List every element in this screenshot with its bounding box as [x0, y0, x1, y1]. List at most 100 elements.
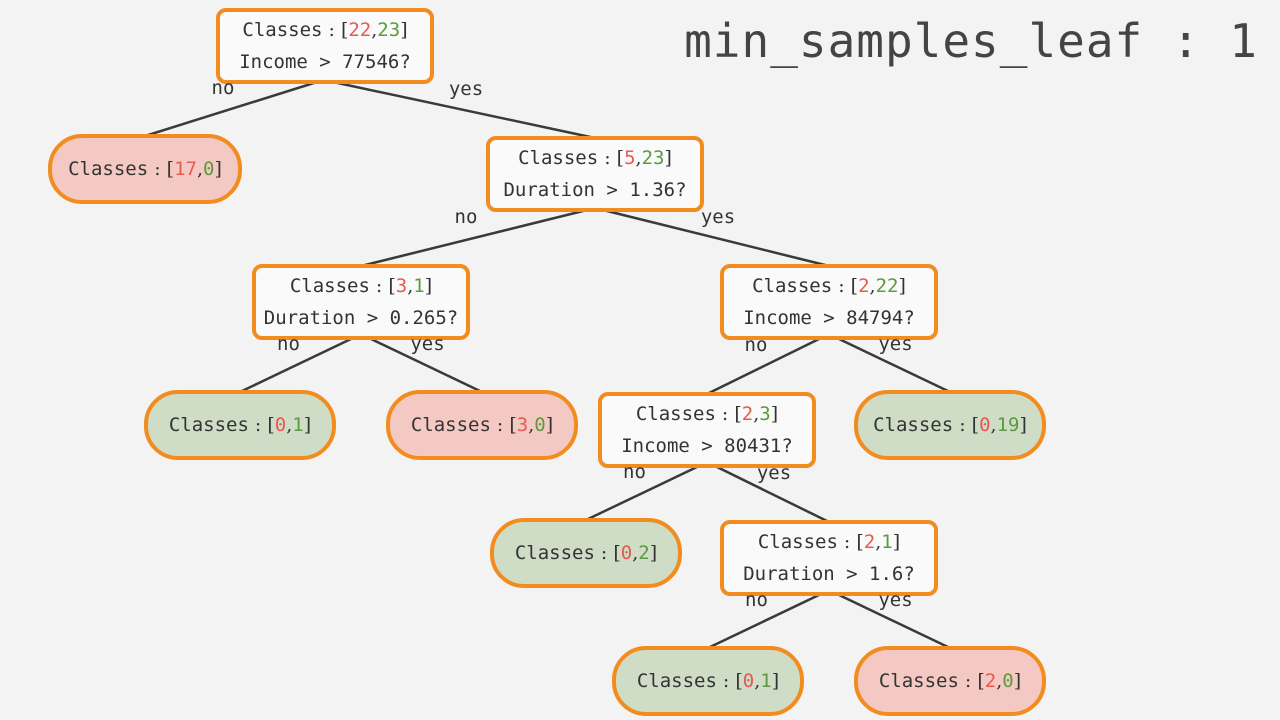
- separator: :: [322, 19, 341, 41]
- class-0-count: 2: [741, 403, 754, 425]
- comma: ,: [753, 403, 760, 425]
- class-0-count: 17: [174, 158, 197, 180]
- split-node-n7: Classes : [2,3] Income > 80431?: [598, 392, 816, 468]
- bracket-open: [: [166, 158, 175, 180]
- edge-label-yes: yes: [448, 78, 484, 100]
- bracket-open: [: [850, 275, 859, 297]
- edge-n3-n6: [368, 336, 483, 394]
- class-counts: Classes : [2,22]: [752, 270, 906, 302]
- edge-label-yes: yes: [878, 589, 913, 611]
- bracket-open: [: [388, 275, 396, 297]
- class-0-count: 22: [348, 19, 372, 41]
- class-1-count: 1: [413, 275, 425, 297]
- bracket-open: [: [971, 414, 980, 436]
- class-counts: Classes : [17,0]: [68, 153, 222, 185]
- class-1-count: 23: [641, 147, 665, 169]
- diagram-title: min_samples_leaf : 1: [684, 14, 1258, 68]
- class-counts: Classes : [2,3]: [636, 398, 778, 430]
- bracket-close: ]: [664, 147, 672, 169]
- class-counts: Classes : [0,1]: [637, 665, 779, 697]
- bracket-close: ]: [771, 670, 780, 692]
- edge-n0-n2: [332, 80, 596, 140]
- separator: :: [832, 275, 851, 297]
- separator: :: [953, 414, 972, 436]
- class-counts: Classes : [0,2]: [515, 537, 657, 569]
- edge-n2-n3: [360, 208, 588, 268]
- edge-n4-n8: [836, 336, 951, 394]
- separator: :: [148, 158, 167, 180]
- bracket-open: [: [856, 531, 864, 553]
- separator: :: [594, 542, 614, 564]
- classes-label: Classes: [289, 275, 370, 297]
- edge-n3-n5: [239, 336, 354, 394]
- split-node-n10: Classes : [2,1]Duration > 1.6?: [720, 520, 938, 596]
- split-node-n3: Classes : [3,1] Duration > 0.265?: [252, 264, 470, 340]
- bracket-open: [: [340, 19, 349, 41]
- split-node-n0: Classes : [22,23] Income > 77546?: [216, 8, 434, 84]
- classes-label: Classes: [242, 19, 323, 41]
- bracket-close: ]: [214, 158, 222, 180]
- bracket-open: [: [267, 414, 275, 436]
- leaf-node-n5: Classes : [0,1]: [144, 390, 336, 460]
- separator: :: [490, 414, 510, 436]
- class-counts: Classes : [2,0]: [879, 665, 1021, 697]
- comma: ,: [632, 542, 639, 564]
- class-counts: Classes : [3,1]: [290, 270, 432, 302]
- split-condition: Duration > 0.265?: [263, 307, 459, 329]
- classes-label: Classes: [636, 670, 717, 692]
- class-1-count: 1: [292, 414, 304, 436]
- class-counts: Classes : [3,0]: [411, 409, 553, 441]
- class-1-count: 0: [534, 414, 546, 436]
- split-condition: Income > 77546?: [239, 51, 411, 73]
- class-1-count: 19: [996, 414, 1020, 436]
- separator: :: [716, 670, 736, 692]
- class-1-count: 3: [759, 403, 771, 425]
- classes-label: Classes: [518, 147, 599, 169]
- comma: ,: [528, 414, 535, 436]
- class-0-count: 0: [979, 414, 991, 436]
- edge-label-no: no: [623, 461, 646, 483]
- comma: ,: [286, 414, 293, 436]
- edge-label-no: no: [211, 77, 235, 99]
- edge-label-yes: yes: [756, 462, 792, 484]
- comma: ,: [875, 531, 882, 553]
- edge-label-yes: yes: [410, 333, 445, 355]
- split-condition: Duration > 1.36?: [503, 179, 687, 201]
- classes-label: Classes: [410, 414, 491, 436]
- bracket-close: ]: [303, 414, 312, 436]
- bracket-close: ]: [424, 275, 433, 297]
- class-counts: Classes : [22,23]: [242, 14, 407, 46]
- separator: :: [598, 147, 617, 169]
- class-counts: Classes : [0,19]: [873, 409, 1027, 441]
- edge-n10-n12: [836, 592, 951, 650]
- class-1-count: 22: [875, 275, 899, 297]
- split-condition: Income > 80431?: [621, 435, 793, 457]
- class-0-count: 3: [395, 275, 408, 297]
- edge-label-yes: yes: [878, 333, 913, 355]
- edge-label-no: no: [454, 206, 478, 228]
- comma: ,: [196, 158, 204, 180]
- classes-label: Classes: [635, 403, 716, 425]
- class-0-count: 2: [984, 670, 997, 692]
- split-condition: Duration > 1.6?: [743, 563, 915, 585]
- edge-label-yes: yes: [700, 206, 736, 228]
- classes-label: Classes: [878, 670, 959, 692]
- bracket-close: ]: [545, 414, 554, 436]
- comma: ,: [996, 670, 1003, 692]
- class-0-count: 2: [858, 275, 870, 297]
- edge-label-no: no: [277, 333, 300, 355]
- bracket-open: [: [616, 147, 625, 169]
- class-1-count: 23: [377, 19, 401, 41]
- class-0-count: 0: [620, 542, 633, 564]
- edge-n10-n11: [707, 592, 822, 650]
- edge-label-no: no: [744, 334, 768, 356]
- classes-label: Classes: [168, 414, 249, 436]
- bracket-open: [: [977, 670, 985, 692]
- bracket-close: ]: [1013, 670, 1022, 692]
- class-counts: Classes : [0,1]: [169, 409, 311, 441]
- separator: :: [369, 275, 389, 297]
- comma: ,: [754, 670, 761, 692]
- class-1-count: 1: [881, 531, 893, 553]
